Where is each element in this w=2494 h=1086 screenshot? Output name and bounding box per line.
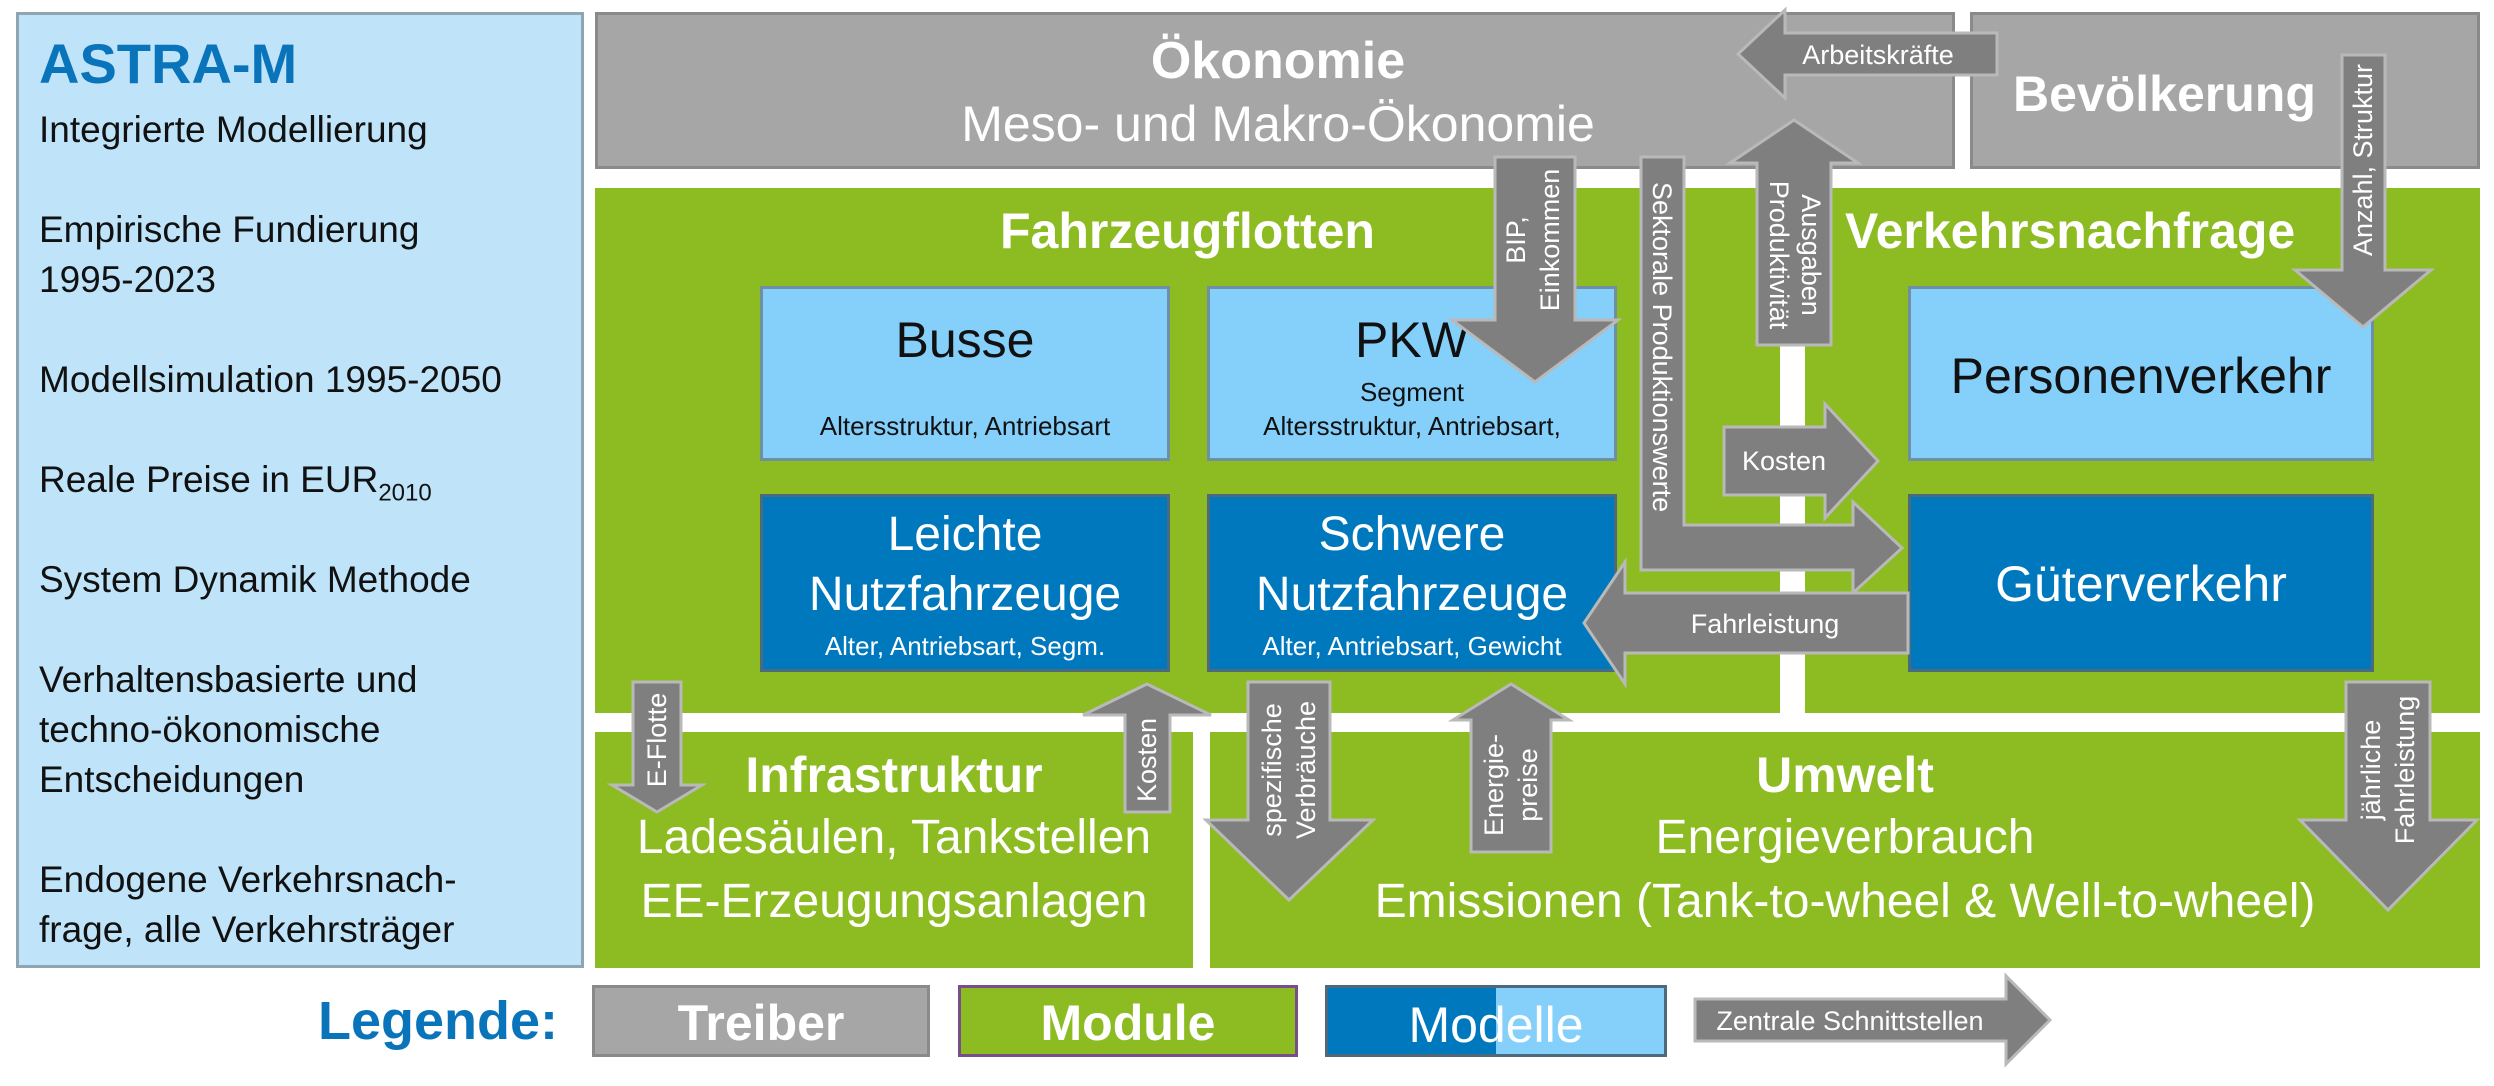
sidebar-item-text: Reale Preise in EUR — [39, 459, 379, 500]
arrow-jaehrlich — [2296, 680, 2481, 913]
personenverkehr-title: Personenverkehr — [1950, 348, 2332, 404]
infrastruktur-line1: Ladesäulen, Tankstellen — [636, 811, 1152, 864]
umwelt-title: Umwelt — [1756, 747, 1934, 803]
sidebar-item: Integrierte Modellierung — [39, 109, 428, 150]
label-jaehrlich-1: jährliche — [2356, 720, 2386, 822]
model-personenverkehr: Personenverkehr — [1908, 286, 2374, 461]
sidebar-item: 1995-2023 — [39, 259, 216, 300]
legend-label: Legende: — [318, 991, 559, 1051]
arrow-bip — [1447, 155, 1623, 384]
sidebar-item: Endogene Verkehrsnach- — [39, 859, 457, 900]
label-fahrleistung: Fahrleistung — [1691, 609, 1840, 639]
snf-title-1: Schwere — [1318, 508, 1506, 561]
arrow-kosten-top — [1722, 400, 1881, 522]
legend-schnittstellen-label: Zentrale Schnittstellen — [1716, 1006, 1983, 1036]
sidebar-item-subscript: 2010 — [378, 479, 432, 507]
sidebar-title: ASTRA-M — [39, 32, 298, 95]
snf-title-2: Nutzfahrzeuge — [1255, 568, 1569, 621]
driver-oekonomie: Ökonomie Meso- und Makro-Ökonomie — [595, 12, 1955, 169]
arrow-spezifische — [1202, 680, 1377, 903]
arrow-kosten-bottom — [1082, 682, 1212, 814]
oekonomie-subtitle: Meso- und Makro-Ökonomie — [961, 96, 1595, 152]
legend-modelle: Modelle — [1325, 985, 1667, 1057]
lnf-title-2: Nutzfahrzeuge — [808, 568, 1122, 621]
verkehrsnachfrage-title: Verkehrsnachfrage — [1845, 203, 2296, 259]
legend-modelle-part-a: Mod — [1408, 997, 1506, 1053]
pkw-title: PKW — [1355, 312, 1469, 368]
module-umwelt: Umwelt Energieverbrauch Emissionen (Tank… — [1210, 732, 2480, 968]
arrow-energiepreise — [1447, 682, 1575, 854]
sidebar-item: frage, alle Verkehrsträger — [39, 909, 455, 950]
legend-treiber: Treiber — [592, 985, 930, 1057]
sidebar-item-prices: Reale Preise in EUR2010 — [39, 455, 432, 518]
arrow-eflotte — [606, 680, 708, 814]
sidebar-item: techno-ökonomische — [39, 709, 381, 750]
label-eflotte: E-Flotte — [642, 693, 672, 788]
label-sektorale: Sektorale Produktionswerte — [1647, 182, 1677, 512]
sidebar-item: Modellsimulation 1995-2050 — [39, 359, 502, 400]
label-anzahl: Anzahl, Struktur — [2348, 64, 2378, 256]
lnf-subtitle: Alter, Antriebsart, Segm. — [824, 631, 1106, 661]
arrow-sektorale — [1639, 155, 1905, 597]
arrow-arbeitskraefte — [1735, 6, 1999, 102]
gueterverkehr-title: Güterverkehr — [1995, 556, 2287, 612]
pkw-subtitle-1: Segment — [1359, 377, 1465, 407]
model-busse: Busse Altersstruktur, Antriebsart — [760, 286, 1170, 461]
label-energie-2: preise — [1513, 748, 1543, 822]
label-ausgaben-2: Produktivität — [1764, 181, 1794, 330]
legend-module-label: Module — [1040, 995, 1216, 1051]
umwelt-line2: Emissionen (Tank-to-wheel & Well-to-whee… — [1374, 875, 2316, 928]
busse-title: Busse — [895, 312, 1035, 368]
arrow-fahrleistung — [1582, 557, 1910, 689]
oekonomie-title: Ökonomie — [1150, 32, 1406, 90]
label-kosten-bottom: Kosten — [1132, 718, 1162, 802]
snf-subtitle: Alter, Antriebsart, Gewicht — [1262, 631, 1562, 661]
label-arbeitskraefte: Arbeitskräfte — [1802, 40, 1954, 70]
legend-module: Module — [958, 985, 1298, 1057]
label-spez-1: spezifische — [1257, 703, 1287, 837]
bevoelkerung-title: Bevölkerung — [2013, 66, 2316, 122]
label-jaehrlich-2: Fahrleistung — [2390, 696, 2420, 845]
legend-modelle-part-b: elle — [1505, 997, 1584, 1053]
pkw-subtitle-2: Altersstruktur, Antriebsart, — [1263, 411, 1561, 441]
label-energie-1: Energie- — [1479, 734, 1509, 836]
busse-subtitle: Altersstruktur, Antriebsart — [819, 411, 1111, 441]
sidebar-item: System Dynamik Methode — [39, 559, 471, 600]
legend-treiber-label: Treiber — [677, 995, 845, 1051]
lnf-title-1: Leichte — [887, 508, 1043, 561]
label-spez-2: Verbräuche — [1291, 701, 1321, 839]
arrow-anzahl — [2290, 53, 2436, 329]
sidebar-item: Entscheidungen — [39, 759, 305, 800]
sidebar-item: Empirische Fundierung — [39, 209, 420, 250]
legend-arrow-schnittstellen — [1693, 972, 2053, 1068]
legend-modelle-label: Modelle — [1328, 996, 1664, 1054]
label-ausgaben-1: Ausgaben — [1796, 194, 1826, 316]
model-gueterverkehr: Güterverkehr — [1908, 494, 2374, 672]
arrow-ausgaben — [1725, 118, 1863, 347]
module-infrastruktur: Infrastruktur Ladesäulen, Tankstellen EE… — [595, 732, 1193, 968]
infrastruktur-title: Infrastruktur — [745, 747, 1043, 803]
umwelt-line1: Energieverbrauch — [1655, 811, 2035, 864]
model-schwere-nutzfahrzeuge: Schwere Nutzfahrzeuge Alter, Antriebsart… — [1207, 494, 1617, 672]
label-kosten-top: Kosten — [1742, 446, 1826, 476]
label-bip-1: BIP, — [1501, 216, 1531, 264]
sidebar-item: Verhaltensbasierte und — [39, 659, 418, 700]
sidebar-panel: ASTRA-M Integrierte Modellierung Empiris… — [16, 12, 584, 968]
label-bip-2: Einkommen — [1535, 169, 1565, 312]
driver-bevoelkerung: Bevölkerung — [1970, 12, 2480, 169]
infrastruktur-line2: EE-Erzeugungsanlagen — [640, 875, 1148, 928]
fahrzeugflotten-title: Fahrzeugflotten — [1000, 203, 1375, 259]
model-leichte-nutzfahrzeuge: Leichte Nutzfahrzeuge Alter, Antriebsart… — [760, 494, 1170, 672]
